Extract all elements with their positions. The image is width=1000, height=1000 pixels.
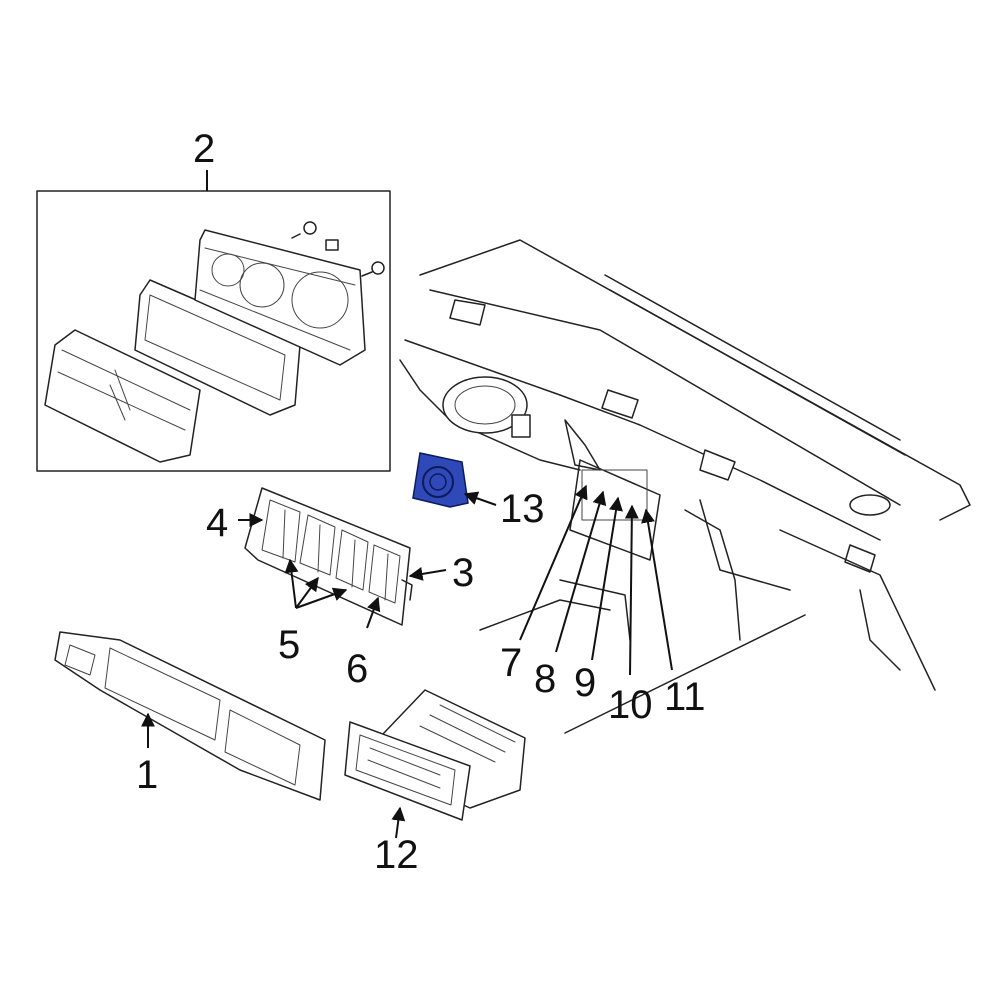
callout-6: 6 xyxy=(346,647,368,691)
climate-control-unit-illustration xyxy=(344,689,526,821)
leader-lines xyxy=(141,484,673,839)
callout-7: 7 xyxy=(500,641,522,685)
callout-1: 1 xyxy=(136,753,158,797)
callout-5: 5 xyxy=(278,623,300,667)
part-13-highlighted xyxy=(412,452,469,508)
callout-10: 10 xyxy=(608,683,653,727)
callout-2: 2 xyxy=(193,127,215,171)
callout-8: 8 xyxy=(534,657,556,701)
callout-labels: 1 2 3 4 5 6 7 8 9 10 11 12 13 xyxy=(136,127,706,877)
cluster-inset-box xyxy=(36,170,391,472)
dashboard-illustration xyxy=(399,239,971,734)
callout-3: 3 xyxy=(452,551,474,595)
callout-11: 11 xyxy=(664,675,706,719)
callout-9: 9 xyxy=(574,661,596,705)
lower-trim-panel-illustration xyxy=(54,631,326,801)
callout-13: 13 xyxy=(500,487,545,531)
switch-bezel-illustration xyxy=(244,487,413,626)
callout-4: 4 xyxy=(206,501,228,545)
callout-12: 12 xyxy=(374,833,419,877)
instrument-cluster-illustration xyxy=(44,221,385,463)
